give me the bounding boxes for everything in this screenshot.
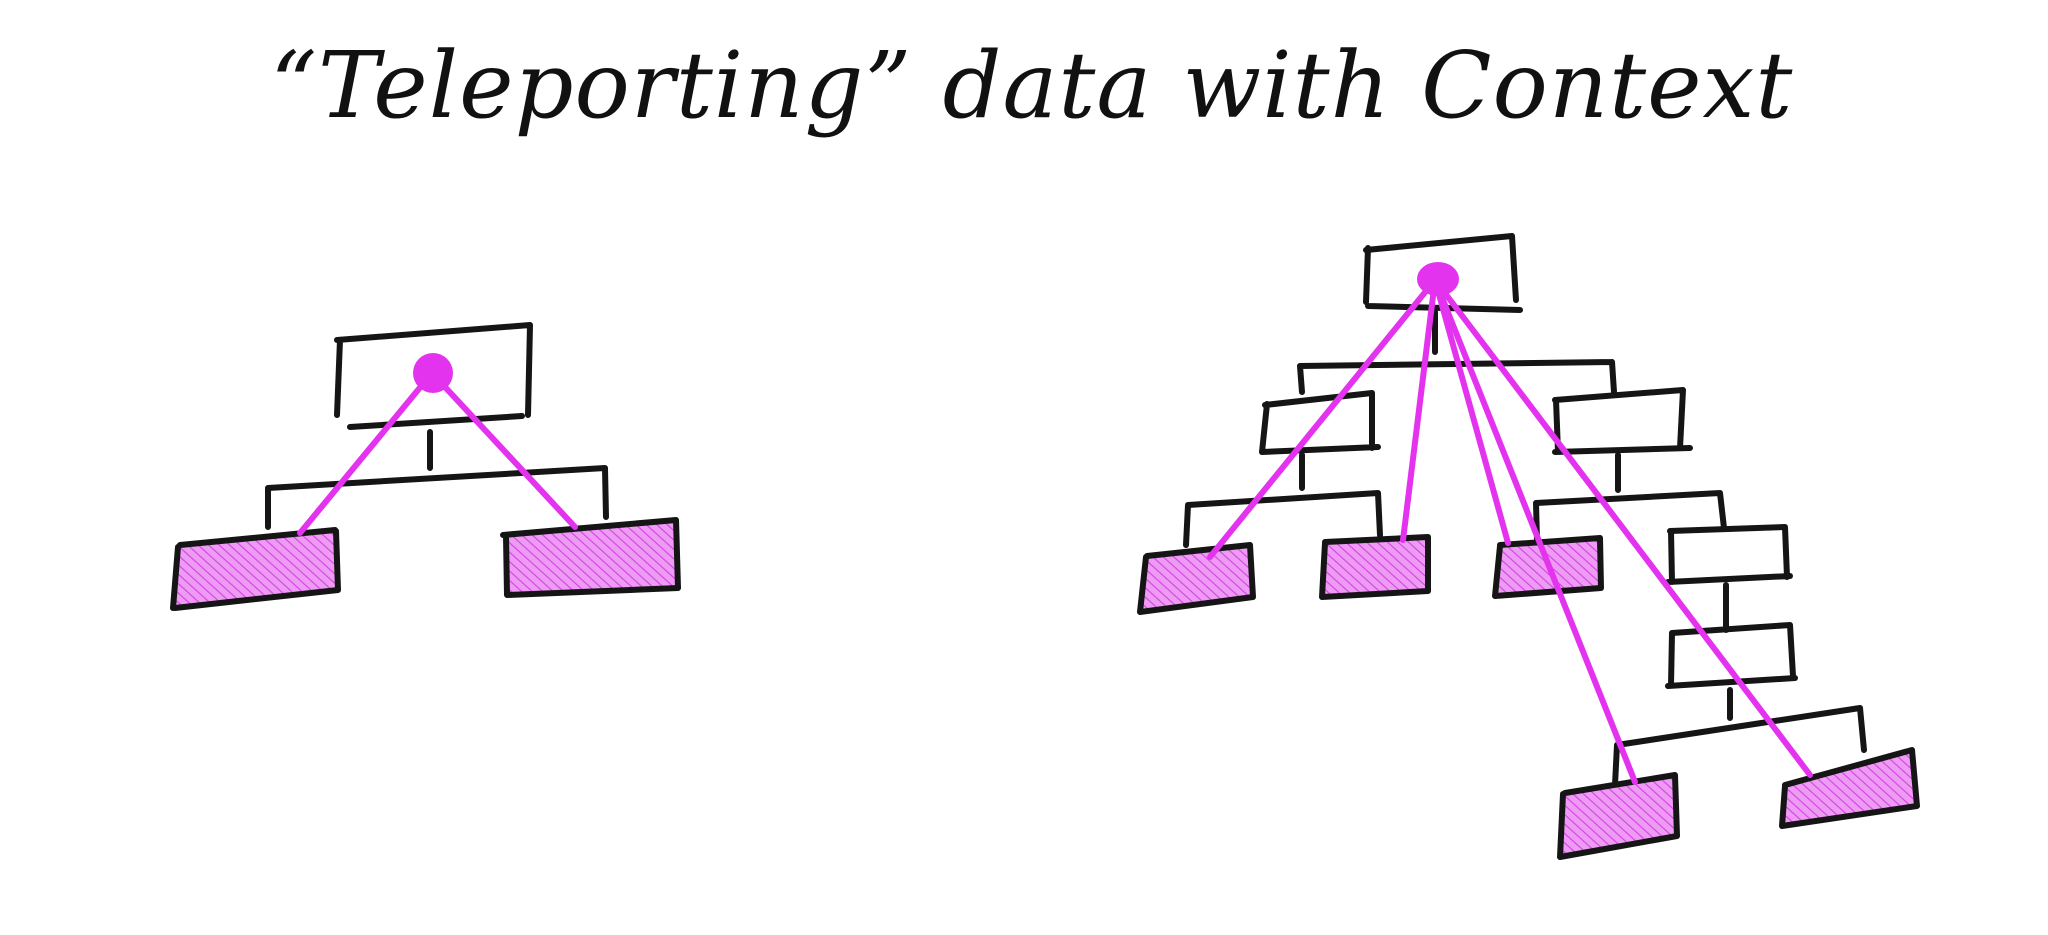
- large-tree-leaf-4-outline: [1557, 772, 1680, 860]
- small-tree: [170, 322, 681, 611]
- large-tree-leaf-5: [1783, 750, 1917, 825]
- large-tree: [1137, 233, 1920, 860]
- small-tree-teleport-line-left: [297, 370, 435, 536]
- large-tree-teleport-line-2: [1400, 277, 1438, 543]
- large-tree-leaf-1-outline: [1137, 542, 1256, 615]
- large-tree-right-node-1: [1552, 387, 1693, 455]
- small-tree-teleport-line-right: [429, 370, 578, 530]
- large-tree-right-connector-1: [1533, 452, 1727, 543]
- page-title: “Teleporting” data with Context: [270, 32, 1794, 139]
- large-tree-source-dot: [1417, 262, 1459, 296]
- large-tree-left-node-1: [1259, 390, 1381, 455]
- large-tree-teleport-line-4: [1432, 277, 1638, 785]
- large-tree-leaf-2-outline: [1319, 534, 1431, 600]
- small-tree-connectors: [265, 429, 609, 530]
- large-tree-teleport-line-3: [1432, 277, 1511, 546]
- large-tree-leaf-3-outline: [1492, 535, 1604, 599]
- large-tree-right-node-3: [1665, 622, 1798, 689]
- large-tree-right-connector-3: [1612, 687, 1867, 788]
- large-tree-leaf-2: [1323, 537, 1428, 597]
- small-tree-leaf-right-outline: [500, 517, 681, 598]
- large-tree-leaf-5-outline: [1779, 747, 1920, 829]
- large-tree-teleport-line-1: [1207, 277, 1438, 560]
- small-tree-leaf-right: [505, 518, 678, 596]
- large-tree-leaf-4: [1562, 775, 1677, 856]
- large-tree-leaf-1: [1142, 545, 1253, 613]
- small-tree-leaf-left: [175, 528, 338, 610]
- small-tree-leaf-left-outline: [170, 527, 341, 611]
- large-tree-left-connector-1: [1183, 452, 1383, 548]
- small-tree-source-dot: [413, 353, 453, 393]
- large-tree-teleport-line-5: [1432, 277, 1813, 778]
- large-tree-right-node-2: [1665, 524, 1793, 585]
- small-tree-root-box: [334, 322, 533, 430]
